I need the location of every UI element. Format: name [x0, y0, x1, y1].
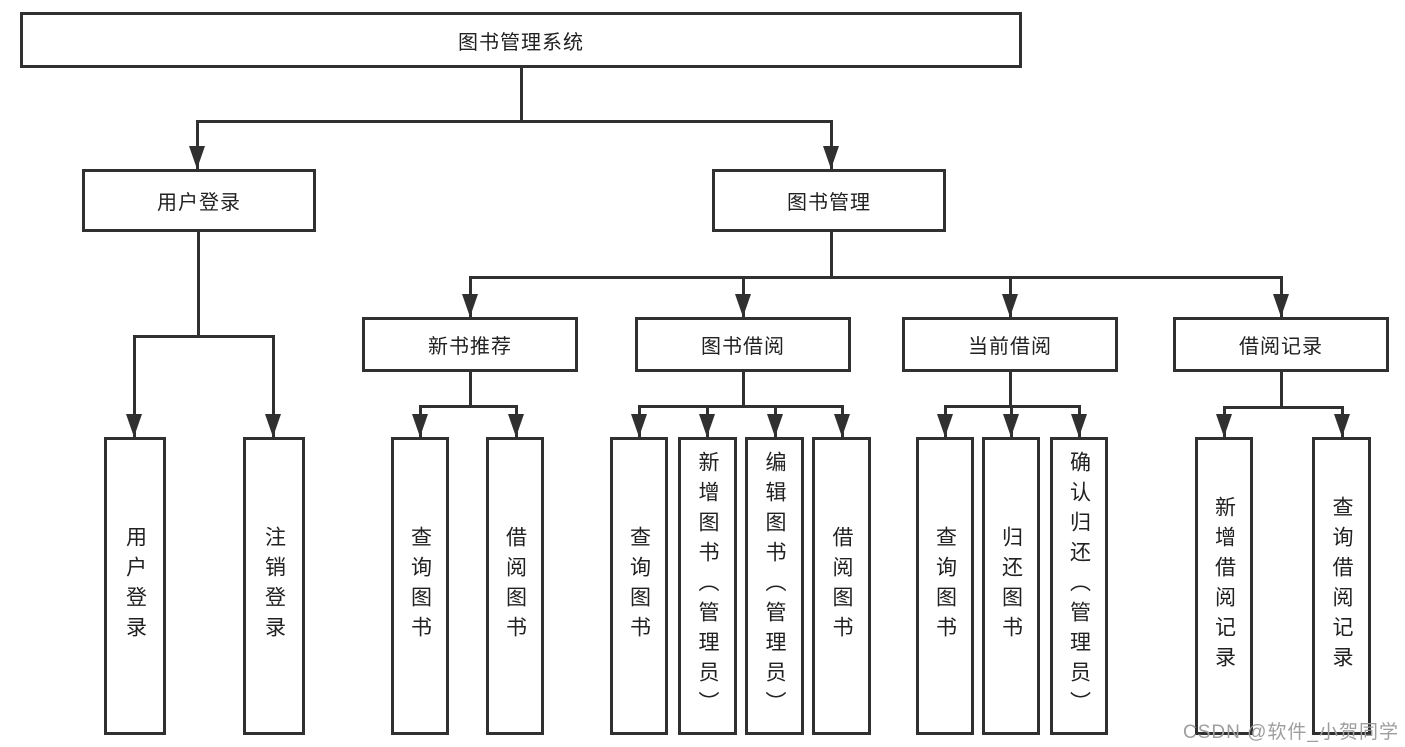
node-book-management: 图书管理 [712, 169, 946, 232]
node-label: 确认归还（管理员） [1067, 451, 1091, 721]
node-label: 借阅图书 [830, 526, 853, 646]
edge-line [520, 67, 523, 120]
arrow-down-icon [1002, 294, 1018, 317]
edge-line [272, 335, 275, 437]
edge-line [1280, 372, 1283, 406]
node-label: 归还图书 [999, 526, 1023, 646]
node-label: 查询借阅记录 [1330, 496, 1353, 676]
arrow-down-icon [937, 414, 953, 437]
node-query-borrow-record: 查询借阅记录 [1312, 437, 1371, 735]
node-user-login-leaf: 用户登录 [104, 437, 166, 735]
node-label: 查询图书 [627, 526, 651, 646]
node-label: 图书借阅 [701, 336, 785, 358]
arrow-down-icon [265, 414, 281, 437]
node-label: 借阅图书 [503, 526, 527, 646]
node-label: 用户登录 [157, 192, 241, 214]
edge-line [419, 405, 517, 408]
node-label: 编辑图书（管理员） [763, 451, 786, 721]
arrow-down-icon [1334, 414, 1350, 437]
arrow-down-icon [1216, 414, 1232, 437]
edge-line [133, 335, 136, 437]
arrow-down-icon [735, 294, 751, 317]
node-add-borrow-record: 新增借阅记录 [1195, 437, 1253, 735]
watermark: CSDN @软件_小贺同学 [1183, 722, 1399, 743]
arrow-down-icon [699, 414, 715, 437]
node-label: 新增图书（管理员） [696, 451, 719, 721]
node-user-login: 用户登录 [82, 169, 316, 232]
arrow-down-icon [508, 414, 524, 437]
node-label: 图书管理 [787, 192, 871, 214]
node-query-books: 查询图书 [610, 437, 668, 735]
arrow-down-icon [834, 414, 850, 437]
node-label: 用户登录 [123, 526, 147, 646]
node-query-books: 查询图书 [916, 437, 974, 735]
node-label: 图书管理系统 [458, 31, 584, 54]
edge-line [1009, 372, 1012, 405]
node-new-book-recommend: 新书推荐 [362, 317, 578, 372]
arrow-down-icon [1003, 414, 1019, 437]
node-edit-book-admin: 编辑图书（管理员） [745, 437, 804, 735]
edge-line [1223, 406, 1344, 409]
arrow-down-icon [631, 414, 647, 437]
node-borrow-books: 借阅图书 [812, 437, 871, 735]
arrow-down-icon [767, 414, 783, 437]
node-label: 查询图书 [408, 526, 432, 646]
edge-line [133, 335, 275, 338]
node-confirm-return-admin: 确认归还（管理员） [1050, 437, 1108, 735]
edge-line [197, 232, 200, 335]
node-logout: 注销登录 [243, 437, 305, 735]
node-borrow-books: 借阅图书 [486, 437, 544, 735]
edge-line [196, 120, 199, 169]
node-library-system: 图书管理系统 [20, 12, 1022, 68]
node-label: 借阅记录 [1239, 336, 1323, 358]
arrow-down-icon [412, 414, 428, 437]
arrow-down-icon [462, 294, 478, 317]
edge-line [469, 276, 1283, 279]
edge-line [830, 120, 833, 169]
edge-line [742, 372, 745, 405]
edge-line [830, 232, 833, 276]
node-label: 查询图书 [933, 526, 957, 646]
node-return-books: 归还图书 [982, 437, 1040, 735]
node-label: 当前借阅 [968, 336, 1052, 358]
node-borrowing-records: 借阅记录 [1173, 317, 1389, 372]
arrow-down-icon [189, 146, 205, 169]
arrow-down-icon [126, 414, 142, 437]
node-query-books: 查询图书 [391, 437, 449, 735]
node-label: 新增借阅记录 [1212, 496, 1236, 676]
node-add-book-admin: 新增图书（管理员） [678, 437, 737, 735]
arrow-down-icon [1273, 294, 1289, 317]
node-label: 注销登录 [262, 526, 286, 646]
arrow-down-icon [823, 146, 839, 169]
edge-line [638, 405, 844, 408]
edge-line [469, 372, 472, 405]
node-book-borrowing: 图书借阅 [635, 317, 851, 372]
edge-line [196, 120, 833, 123]
node-label: 新书推荐 [428, 336, 512, 358]
node-current-borrowing: 当前借阅 [902, 317, 1118, 372]
arrow-down-icon [1071, 414, 1087, 437]
